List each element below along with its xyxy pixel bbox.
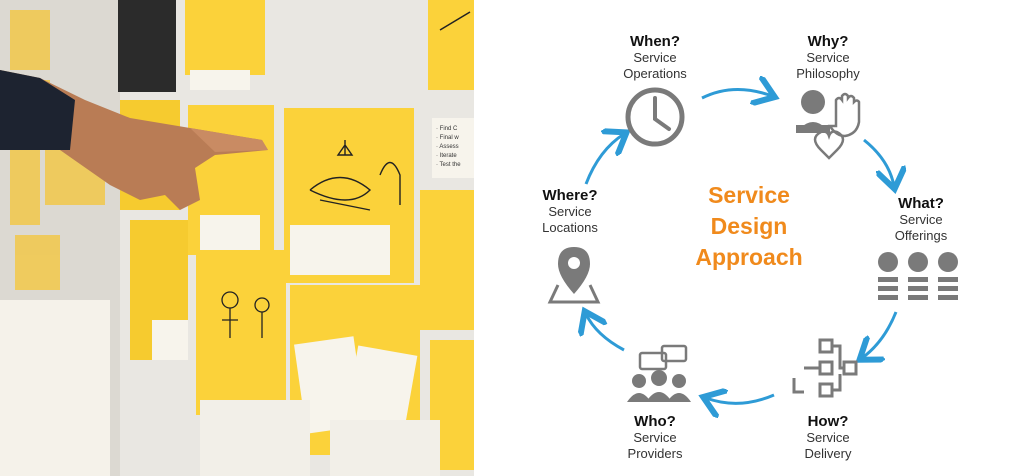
arrow-what-to-how <box>862 312 896 358</box>
note-line: · Find C <box>436 126 458 132</box>
node-subtitle: Service <box>585 50 725 66</box>
node-where: Where? Service Locations <box>500 187 640 236</box>
node-what: What? Service Offerings <box>851 195 991 244</box>
node-how: How? Service Delivery <box>758 413 898 462</box>
node-subtitle: Service <box>758 430 898 446</box>
node-when: When? Service Operations <box>585 33 725 82</box>
node-subtitle: Service <box>500 204 640 220</box>
note-line: · Final w <box>436 135 459 141</box>
node-subtitle: Operations <box>585 66 725 82</box>
center-title-line: Approach <box>664 242 834 273</box>
node-question: Where? <box>500 187 640 204</box>
arrow-who-to-where <box>586 314 624 350</box>
arrow-where-to-when <box>586 134 624 184</box>
offerings-list-icon <box>878 252 958 300</box>
node-subtitle: Service <box>585 430 725 446</box>
arrow-why-to-what <box>864 140 894 186</box>
person-hand-heart-icon <box>796 90 859 158</box>
note-line: · Test the <box>436 162 461 168</box>
map-pin-icon <box>550 247 598 302</box>
node-subtitle: Service <box>851 212 991 228</box>
photo-sticky-notes-wall: · Find C · Final w · Assess · Iterate · … <box>0 0 474 476</box>
center-title: Service Design Approach <box>664 180 834 273</box>
node-subtitle: Providers <box>585 446 725 462</box>
flowchart-icon <box>794 340 856 396</box>
node-subtitle: Offerings <box>851 228 991 244</box>
node-subtitle: Service <box>758 50 898 66</box>
arrow-when-to-why <box>702 89 772 98</box>
center-title-line: Service <box>664 180 834 211</box>
service-design-diagram: Service Design Approach When? Service Op… <box>474 0 1024 476</box>
arrow-how-to-who <box>706 395 774 403</box>
clock-icon <box>628 90 682 144</box>
node-who: Who? Service Providers <box>585 413 725 462</box>
node-question: When? <box>585 33 725 50</box>
people-chat-icon <box>627 346 691 402</box>
note-line: · Assess <box>436 144 459 150</box>
node-question: Who? <box>585 413 725 430</box>
node-question: What? <box>851 195 991 212</box>
node-why: Why? Service Philosophy <box>758 33 898 82</box>
note-line: · Iterate <box>436 153 457 159</box>
node-question: Why? <box>758 33 898 50</box>
node-subtitle: Locations <box>500 220 640 236</box>
node-subtitle: Delivery <box>758 446 898 462</box>
center-title-line: Design <box>664 211 834 242</box>
node-question: How? <box>758 413 898 430</box>
node-subtitle: Philosophy <box>758 66 898 82</box>
